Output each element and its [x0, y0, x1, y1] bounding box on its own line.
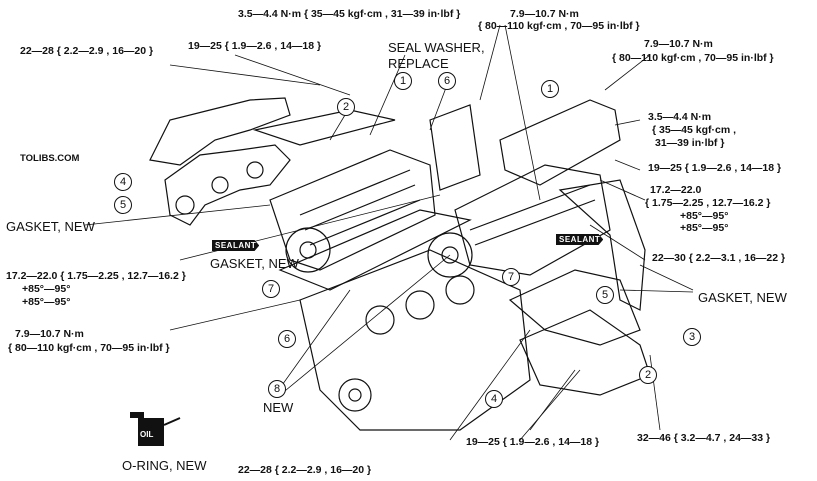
torque-label: { 35—45 kgf·cm , [652, 124, 737, 136]
callout-7: 7 [502, 268, 520, 286]
callout-2: 2 [337, 98, 355, 116]
gasket-new-label: GASKET, NEW [210, 256, 299, 271]
left-heat-shield [149, 97, 291, 166]
callout-4: 4 [114, 173, 132, 191]
callout-1: 1 [394, 72, 412, 90]
oil-label: OIL [140, 430, 154, 439]
lower-right-manifold [519, 309, 651, 396]
timing-cover [429, 104, 481, 191]
left-cylinder-head [269, 149, 436, 271]
left-gasket [252, 109, 396, 146]
callout-7: 7 [262, 280, 280, 298]
oil-can-icon [130, 412, 181, 446]
callout-3: 3 [683, 328, 701, 346]
seal-washer-label: SEAL WASHER, [388, 40, 485, 55]
o-ring-new-label: O-RING, NEW [122, 458, 207, 473]
torque-label: 3.5—4.4 N·m { 35—45 kgf·cm , 31—39 in·lb… [238, 8, 461, 20]
gasket-new-label: GASKET, NEW [698, 290, 787, 305]
torque-label: { 1.75—2.25 , 12.7—16.2 } [645, 197, 771, 209]
callout-5: 5 [596, 286, 614, 304]
crank-pulley [338, 378, 372, 412]
torque-label: 7.9—10.7 N·m [15, 328, 84, 340]
torque-label: { 80—110 kgf·cm , 70—95 in·lbf } [612, 52, 774, 64]
crossover-pipe [558, 179, 646, 311]
torque-label: 17.2—22.0 [650, 184, 702, 196]
torque-label: 19—25 { 1.9—2.6 , 14—18 } [466, 436, 600, 448]
torque-label: { 80—110 kgf·cm , 70—95 in·lbf } [8, 342, 170, 354]
right-cam-pulley [427, 232, 473, 278]
torque-label: 19—25 { 1.9—2.6 , 14—18 } [188, 40, 322, 52]
torque-label: 31—39 in·lbf } [655, 137, 725, 149]
watermark: TOLIBS.COM [20, 153, 80, 164]
torque-label: 22—28 { 2.2—2.9 , 16—20 } [20, 45, 154, 57]
torque-label: 3.5—4.4 N·m [648, 111, 712, 123]
left-exhaust-manifold [164, 144, 291, 226]
new-label: NEW [263, 400, 294, 415]
callout-6: 6 [438, 72, 456, 90]
seal-washer-replace-label: REPLACE [388, 56, 449, 71]
torque-label: 22—28 { 2.2—2.9 , 16—20 } [238, 464, 372, 476]
right-exhaust-manifold [508, 269, 641, 346]
callout-5: 5 [114, 196, 132, 214]
torque-label: 7.9—10.7 N·m [644, 38, 713, 50]
callout-6: 6 [278, 330, 296, 348]
center-gasket [278, 209, 472, 291]
torque-label: +85°—95° [680, 222, 729, 234]
torque-label: +85°—95° [680, 210, 729, 222]
callout-4: 4 [485, 390, 503, 408]
torque-label: 7.9—10.7 N·m [510, 8, 579, 20]
callout-8: 8 [268, 380, 286, 398]
torque-label: +85°—95° [22, 283, 71, 295]
torque-label: 32—46 { 3.2—4.7 , 24—33 } [637, 432, 771, 444]
sealant-tag: SEALANT [212, 240, 260, 251]
sealant-tag: SEALANT [556, 234, 604, 245]
gasket-new-label: GASKET, NEW [6, 219, 95, 234]
valve-cover [499, 99, 621, 186]
torque-label: { 80—110 kgf·cm , 70—95 in·lbf } [478, 20, 640, 32]
torque-label: 17.2—22.0 { 1.75—2.25 , 12.7—16.2 } [6, 270, 186, 282]
torque-label: +85°—95° [22, 296, 71, 308]
torque-label: 22—30 { 2.2—3.1 , 16—22 } [652, 252, 786, 264]
callout-1: 1 [541, 80, 559, 98]
callout-2: 2 [639, 366, 657, 384]
torque-label: 19—25 { 1.9—2.6 , 14—18 } [648, 162, 782, 174]
